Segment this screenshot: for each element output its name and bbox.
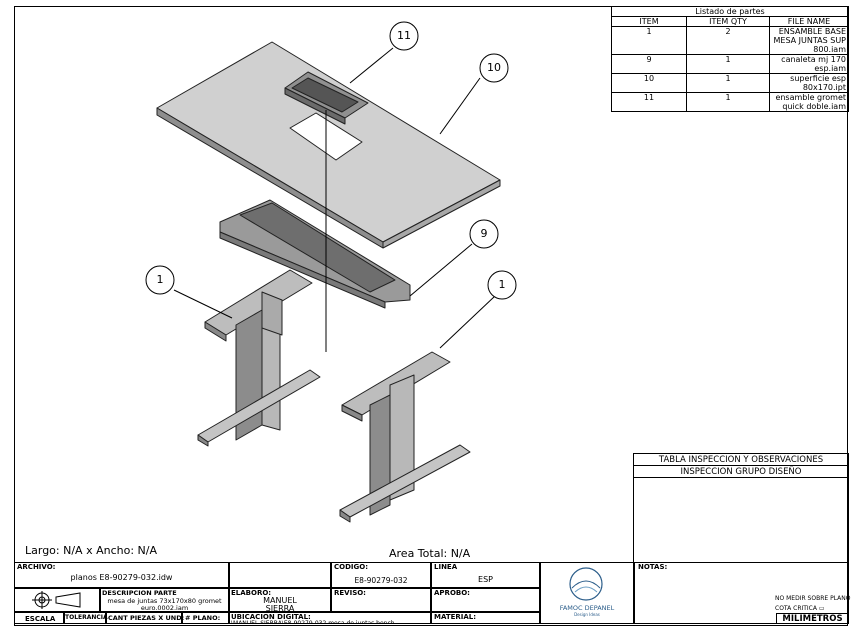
projection-symbol-icon — [32, 591, 81, 609]
aprobo-label: APROBO: — [434, 589, 470, 597]
file-line: canaleta mj 170 — [781, 55, 846, 64]
leg-assembly-left — [197, 269, 321, 447]
cant-label: CANT PIEZAS X UND: — [108, 614, 185, 622]
area-note: Area Total: N/A — [389, 547, 471, 560]
descripcion-value: euro.0002.iam — [140, 604, 189, 612]
callout-label: 1 — [498, 278, 506, 291]
file-line: ENSAMBLE BASE — [778, 27, 846, 36]
callout-label: 1 — [156, 273, 164, 286]
inspection-body — [633, 478, 849, 562]
callout-label: 9 — [480, 227, 488, 240]
company-logo — [569, 567, 603, 601]
file-line: 800.iam — [813, 45, 846, 54]
blank-cell — [229, 562, 331, 588]
reviso-label: REVISO: — [334, 589, 366, 597]
callout-label: 11 — [397, 29, 411, 42]
dimensions-note: Largo: N/A x Ancho: N/A — [25, 544, 157, 557]
callout-label: 10 — [487, 61, 501, 74]
reviso-cell — [331, 588, 431, 612]
parts-cell-qty: 1 — [686, 92, 770, 112]
descripcion-cell — [100, 588, 229, 612]
no-medir-note: NO MEDIR SOBRE PLANO — [775, 595, 851, 602]
archivo-value: planos E8-90279-032.idw — [70, 573, 173, 582]
archivo-label: ARCHIVO: — [17, 563, 56, 571]
file-line: quick doble.iam — [782, 102, 846, 111]
logo-text: FAMOC DEPANEL — [559, 604, 615, 612]
ubicacion-label: UBICACION DIGITAL: — [231, 613, 311, 621]
ubicacion-value: \MANUEL SIERRA\E8-90279-032 mesa de junt… — [231, 620, 395, 624]
tabletop-part — [156, 41, 501, 249]
file-line: MESA JUNTAS SUP — [773, 36, 846, 45]
logo-tagline: Design Ideas — [574, 612, 600, 617]
material-label: MATERIAL: — [434, 613, 477, 621]
file-line: ensamble gromet — [775, 93, 846, 102]
inspection-table: TABLA INSPECCION Y OBSERVACIONES INSPECC… — [633, 453, 849, 478]
linea-cell — [431, 562, 540, 588]
file-line: 80x170.ipt — [802, 83, 846, 92]
plano-label: # PLANO: — [185, 614, 221, 622]
wire-channel-part — [219, 199, 411, 309]
inspection-title: TABLA INSPECCION Y OBSERVACIONES — [633, 453, 849, 466]
elaboro-cell — [229, 588, 331, 612]
cota-critica-note: COTA CRITICA ▭ — [775, 605, 825, 612]
descripcion-label: DESCRIPCION PARTE — [102, 589, 177, 597]
grommet-part — [284, 71, 369, 125]
linea-label: LINEA — [434, 563, 458, 571]
parts-list-table: Listado de partes ITEM ITEM QTY FILE NAM… — [611, 6, 849, 112]
elaboro-value: SIERRA — [265, 604, 295, 613]
codigo-cell — [331, 562, 431, 588]
file-line: superficie esp — [790, 74, 846, 83]
units-value: MILIMETROS — [782, 614, 843, 624]
elaboro-value: MANUEL — [263, 596, 297, 605]
archivo-cell — [14, 562, 229, 588]
codigo-value: E8-90279-032 — [354, 576, 408, 585]
projection-cell — [14, 588, 100, 612]
critical-symbol-icon: ▭ — [818, 605, 825, 612]
aprobo-cell — [431, 588, 540, 612]
inspection-subtitle: INSPECCION GRUPO DISEÑO — [633, 465, 849, 478]
cota-critica-text: COTA CRITICA — [775, 605, 817, 612]
file-line: esp.iam — [814, 64, 846, 73]
leg-assembly-right — [339, 351, 471, 523]
escala-label: ESCALA — [25, 615, 56, 623]
codigo-label: CODIGO: — [334, 563, 368, 571]
parts-cell-item: 11 — [611, 92, 687, 112]
notas-label: NOTAS: — [638, 563, 668, 571]
elaboro-label: ELABORO: — [231, 589, 272, 597]
descripcion-value: mesa de juntas 73x170x80 gromet — [107, 597, 222, 605]
tolerancia-label: TOLERANCIA — [65, 614, 108, 621]
linea-value: ESP — [478, 575, 493, 584]
